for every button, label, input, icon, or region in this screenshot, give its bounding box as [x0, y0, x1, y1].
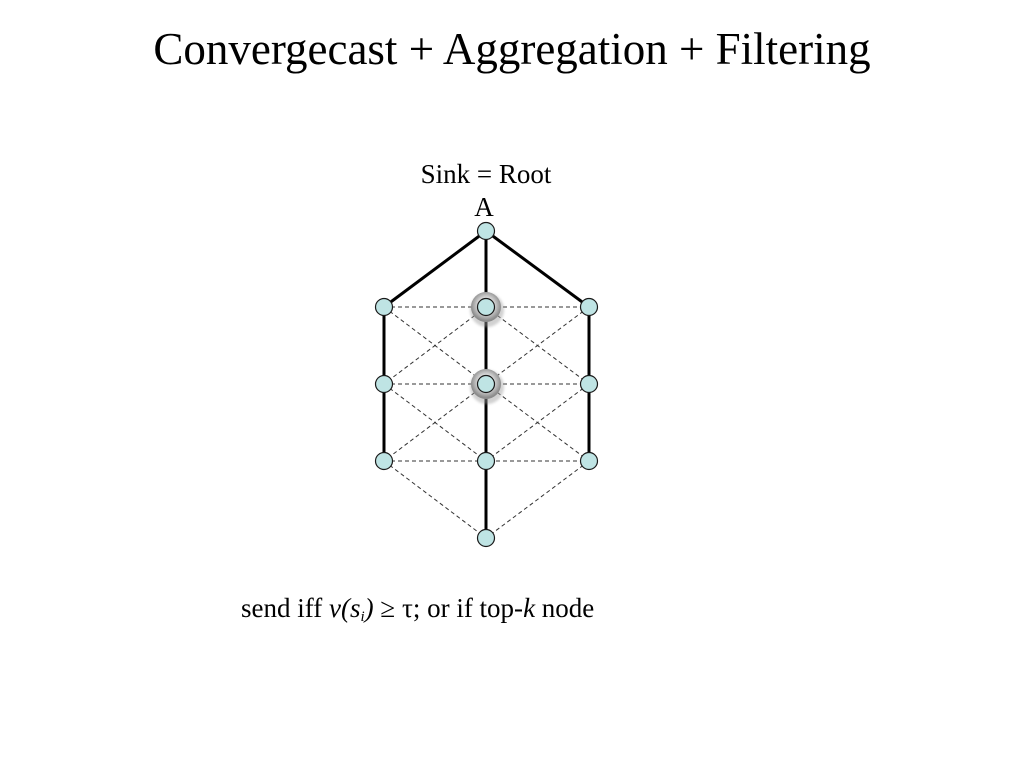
- mesh-edge: [485, 383, 590, 462]
- mesh-edges: [383, 306, 590, 539]
- slide-title: Convergecast + Aggregation + Filtering: [153, 24, 871, 74]
- root-node-a: [476, 221, 496, 241]
- caption-func-close: ): [364, 593, 374, 623]
- sensor-node: [476, 451, 496, 471]
- mesh-edge: [383, 306, 487, 385]
- nodes: [374, 221, 599, 548]
- tree-edge: [382, 229, 488, 309]
- mesh-edge: [383, 383, 487, 462]
- caption-func-subscript: i: [360, 609, 365, 625]
- sensor-node: [476, 528, 496, 548]
- mesh-edge: [485, 460, 590, 539]
- caption-middle: ≥ τ; or if top-: [373, 593, 524, 623]
- caption-prefix: send iff: [241, 593, 329, 623]
- caption-k: k: [523, 593, 536, 623]
- filter-condition-caption: send iff v(si) ≥ τ; or if top-k node: [241, 590, 594, 626]
- sensor-node: [374, 374, 394, 394]
- mesh-edge: [485, 306, 590, 385]
- sensor-node: [476, 297, 496, 317]
- sink-label: Sink = Root: [421, 159, 552, 189]
- mesh-edge: [383, 460, 487, 539]
- caption-func-open: v(s: [329, 593, 361, 623]
- root-label: A: [474, 192, 494, 222]
- sensor-node: [579, 297, 599, 317]
- sensor-node: [476, 374, 496, 394]
- sensor-node: [374, 297, 394, 317]
- sensor-node: [579, 374, 599, 394]
- caption-function: v(si): [329, 593, 374, 625]
- tree-edge: [484, 229, 591, 309]
- sensor-node: [579, 451, 599, 471]
- sensor-node: [374, 451, 394, 471]
- caption-suffix: node: [535, 593, 595, 623]
